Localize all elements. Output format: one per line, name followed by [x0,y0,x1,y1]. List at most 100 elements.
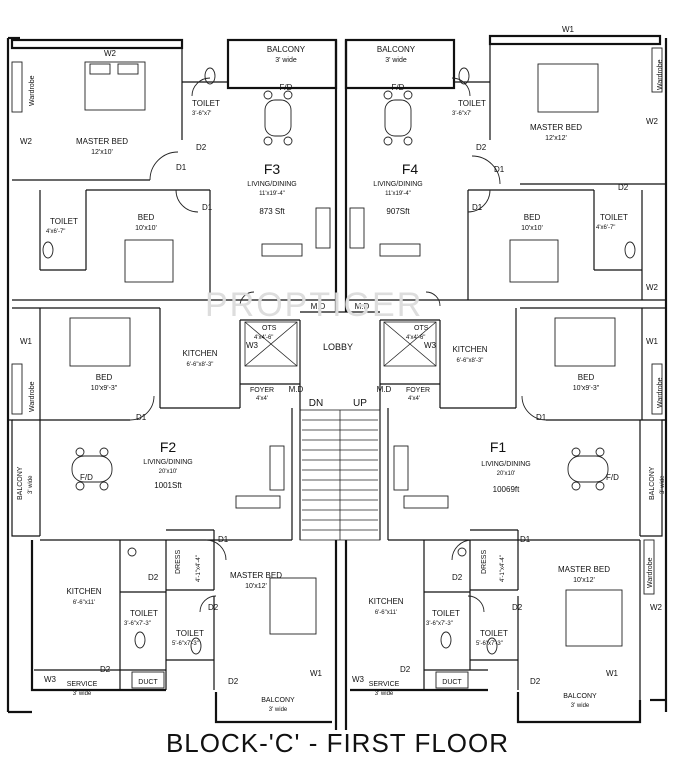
door-tag: D1 [202,203,213,212]
door-tag: D2 [452,573,463,582]
master-bed-dim: 10'x12' [573,577,595,584]
master-bed-label: MASTER BED [230,571,282,580]
stairs-up-label: UP [353,398,367,409]
balcony-label: BALCONY [261,697,295,704]
toilet-dim: 3'-6"x7' [452,111,471,117]
bed-icon [554,317,616,367]
master-bed-label: MASTER BED [76,137,128,146]
toilet-dim: 5'-6"x7'-3" [172,641,199,647]
balcony-width: 3' wide [571,703,590,709]
wardrobe-label: Wardrobe [29,75,36,106]
flat-f4-area: 907Sft [386,207,410,216]
bed-label: BED [138,213,155,222]
fd-label: F/D [606,473,619,482]
wc-icon [440,631,452,649]
fd-label: F/D [280,83,293,92]
window-tag: W2 [104,49,117,58]
window-tag: W2 [646,283,659,292]
balcony-label: BALCONY [649,466,656,500]
wardrobe-icon [651,363,663,415]
kitchen-label: KITCHEN [368,597,403,606]
window-tag: W1 [20,337,33,346]
dining-table-icon [384,99,412,137]
door-tag: D2 [100,665,111,674]
service-label: SERVICE [369,681,400,688]
door-tag: D2 [512,603,523,612]
dining-table-icon [71,455,113,483]
bed-label: BED [524,213,541,222]
window-tag: W1 [606,669,619,678]
toilet-dim: 4'x6'-7" [596,225,615,231]
master-bed-dim: 12'x10' [91,149,113,156]
foyer-dim: 4'x4' [256,396,268,402]
kitchen-label: KITCHEN [182,349,217,358]
balcony-width: 3' wide [660,475,666,494]
wc-icon [486,637,498,655]
interior-walls [8,44,666,700]
flat-f2-name: F2 [160,439,177,455]
wc-icon [458,67,470,85]
dress-label: DRESS [481,550,488,574]
wardrobe-icon [643,539,655,595]
wc-icon [42,241,54,259]
toilet-dim: 4'x6'-7" [46,229,65,235]
door-tag: D1 [176,163,187,172]
door-tag: D2 [400,665,411,674]
toilet-dim: 3'-6"x7' [192,111,211,117]
window-tag: W2 [20,137,33,146]
bed-icon [537,63,599,113]
toilet-dim: 5'-6"x7'-3" [476,641,503,647]
bed-dim: 10'x10' [135,225,157,232]
duct-label: DUCT [442,679,462,686]
ots-dim: 4'x4'-6" [406,335,425,341]
outer-walls [6,34,668,730]
master-bed-dim: 12'x12' [545,135,567,142]
foyer-label: FOYER [250,387,274,394]
door-tag: D2 [208,603,219,612]
dress-dim: 4'-1"x4'-4" [500,555,506,582]
ots-shafts [244,321,437,367]
door-tag: D2 [618,183,629,192]
kitchen-dim: 6'-6"x11' [73,600,95,606]
furniture [11,47,663,689]
watermark: PROPTIGER [205,286,424,324]
ots-label: OTS [262,325,277,332]
living-dining-dim: 11'x19'-4" [259,191,285,197]
dining-table-icon [264,99,292,137]
sofa-icon [349,207,365,249]
balcony-width: 3' wide [385,57,407,64]
balcony-width: 3' wide [269,707,288,713]
bed-dim: 10'x9'-3" [573,385,600,392]
sofa-icon [269,445,285,491]
room-labels: BALCONY 3' wide BALCONY 3' wide F/D F/D … [17,25,666,713]
ots-dim: 4'x4'-6" [254,335,273,341]
service-label: SERVICE [67,681,98,688]
kitchen-label: KITCHEN [66,587,101,596]
balcony-width: 3' wide [28,475,34,494]
wc-icon [134,631,146,649]
main-door-tag: M.D [289,385,304,394]
fd-label: F/D [80,473,93,482]
bed-label: BED [96,373,113,382]
living-dining-label: LIVING/DINING [481,461,530,468]
wardrobe-label: Wardrobe [657,59,664,90]
foyer-dim: 4'x4' [408,396,420,402]
window-tag: W1 [646,337,659,346]
door-tag: D1 [494,165,505,174]
door-tag: D1 [136,413,147,422]
stairs-down-label: DN [309,398,323,409]
toilet-label: TOILET [480,629,508,638]
bed-icon [509,239,559,283]
wardrobe-icon [11,61,23,113]
window-tag: W3 [246,341,259,350]
window-tag: W2 [650,603,663,612]
bed-icon [84,61,146,111]
service-width: 3' wide [73,691,92,697]
sink-icon [457,547,467,557]
wardrobe-label: Wardrobe [657,377,664,408]
toilet-dim: 3'-6"x7'-3" [124,621,151,627]
toilet-label: TOILET [130,609,158,618]
wc-icon [624,241,636,259]
bed-icon [269,577,317,635]
duct-label: DUCT [138,679,158,686]
